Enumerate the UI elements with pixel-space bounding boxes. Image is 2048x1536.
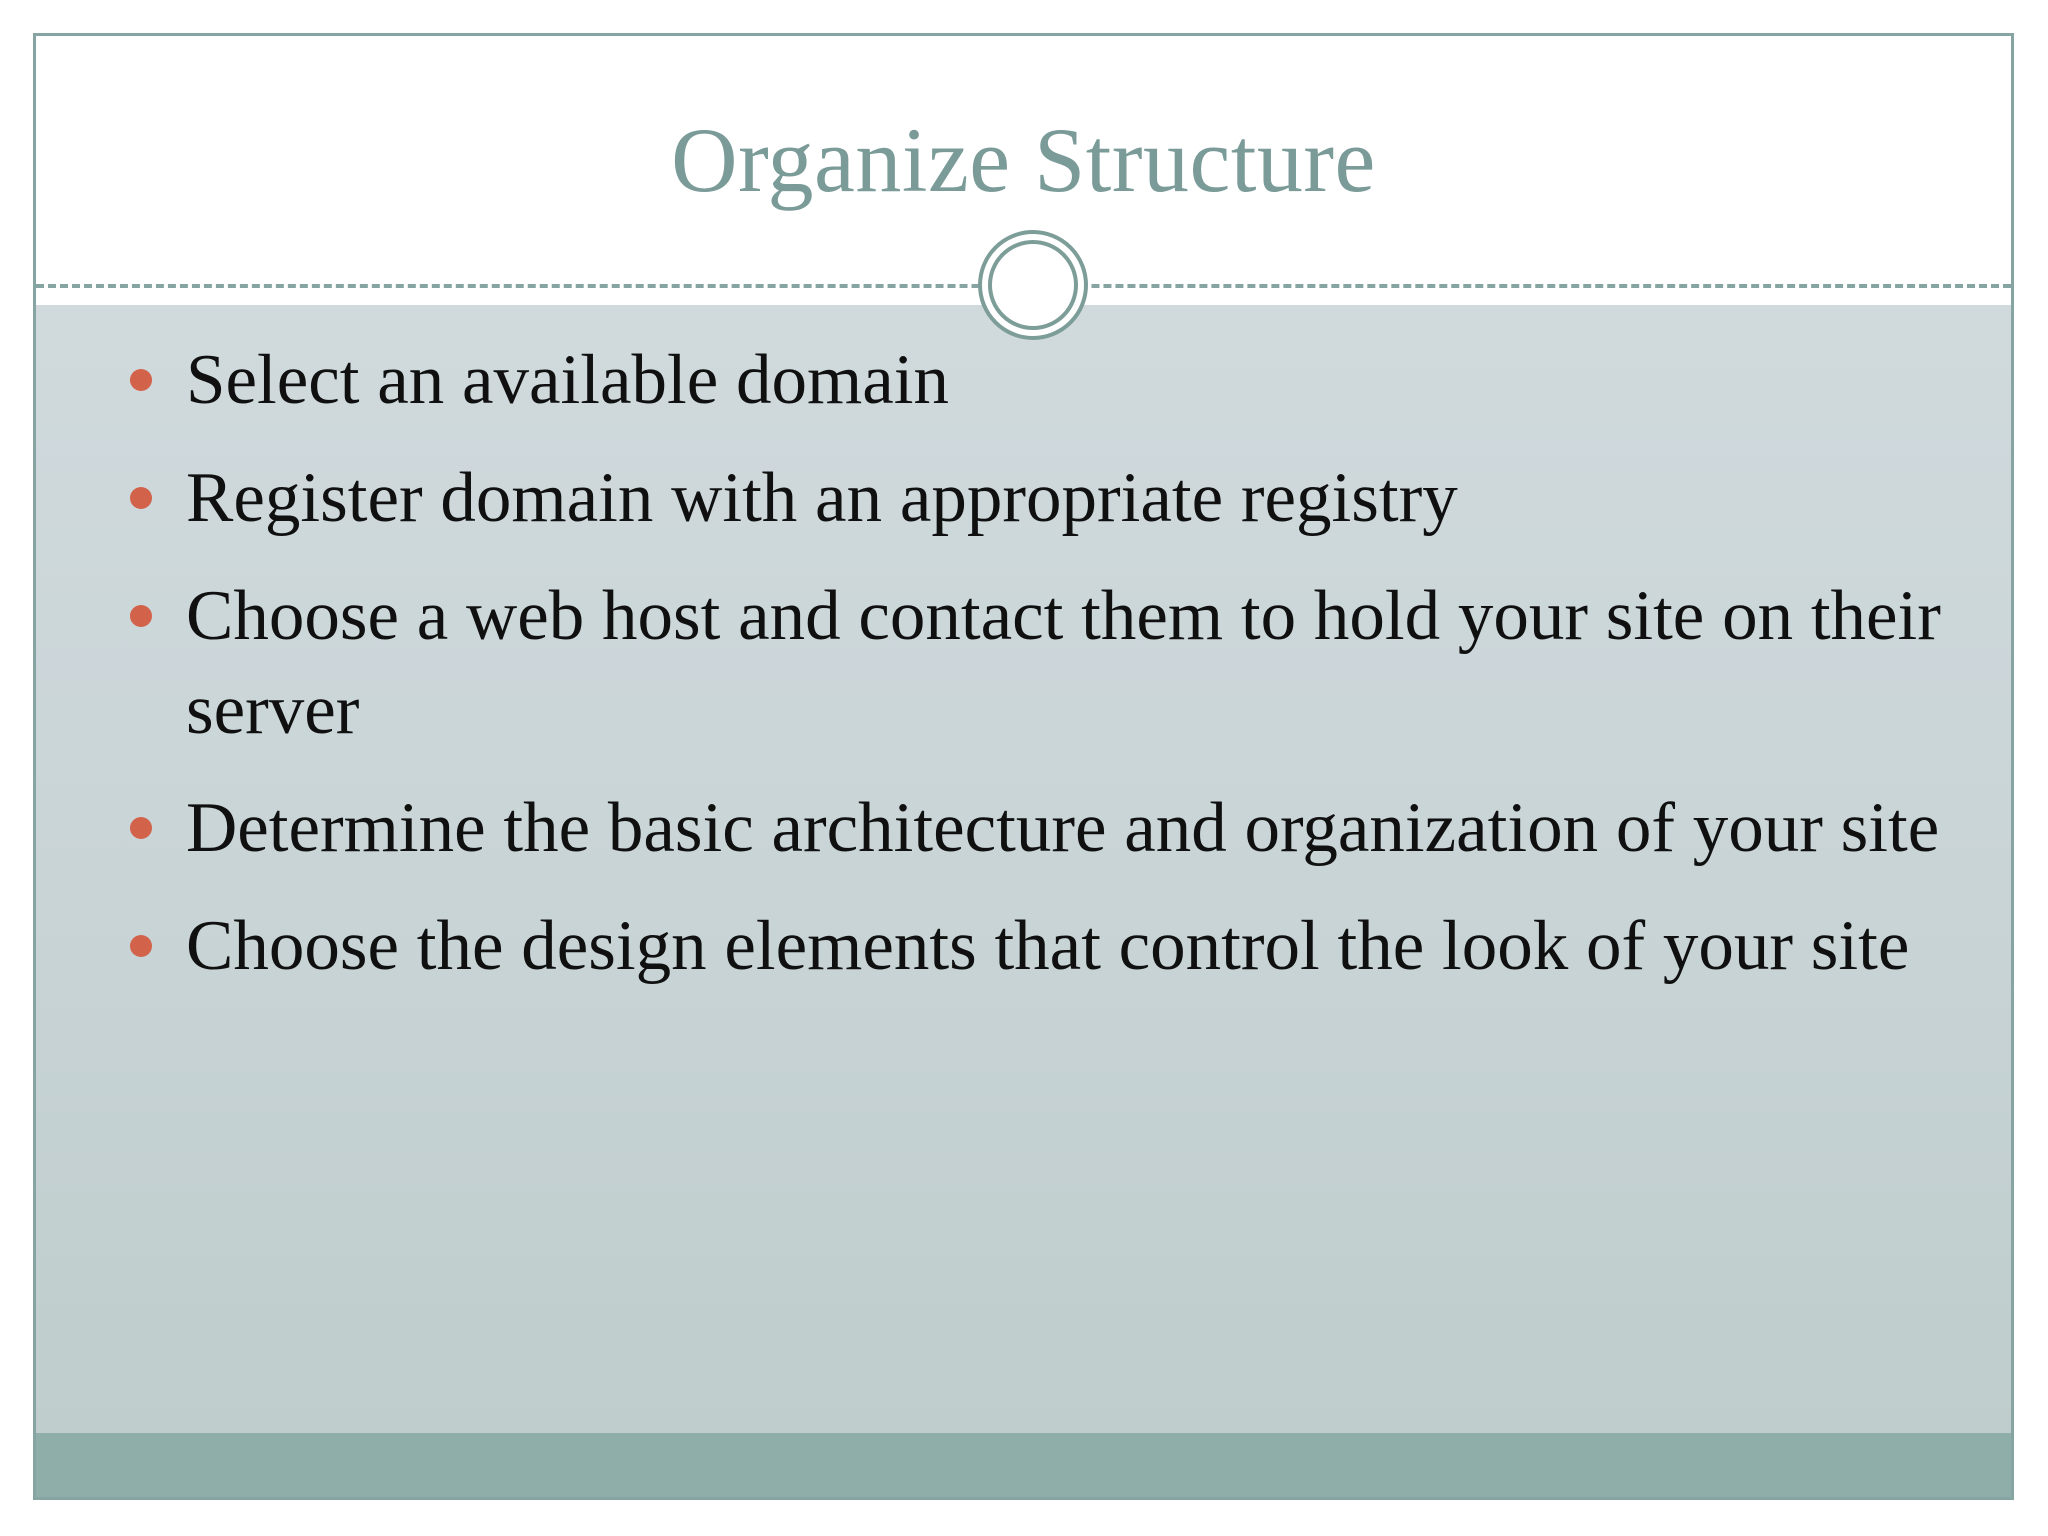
list-item-text: Determine the basic architecture and org…: [186, 789, 1940, 867]
page-title: Organize Structure: [671, 109, 1376, 211]
bullet-marker-icon: [130, 487, 152, 509]
list-item-text: Choose the design elements that control …: [186, 907, 1910, 985]
presentation-slide: Organize Structure Select an available d…: [33, 33, 2014, 1500]
circle-ornament-icon: [972, 230, 1094, 340]
list-item-text: Register domain with an appropriate regi…: [186, 459, 1458, 537]
list-item-text: Select an available domain: [186, 341, 949, 419]
list-item: Register domain with an appropriate regi…: [64, 451, 1994, 545]
footer-bar: [36, 1433, 2011, 1497]
bullet-marker-icon: [130, 935, 152, 957]
bullet-list: Select an available domain Register doma…: [64, 333, 1994, 1017]
bullet-marker-icon: [130, 605, 152, 627]
list-item-text: Choose a web host and contact them to ho…: [186, 577, 1941, 749]
list-item: Determine the basic architecture and org…: [64, 781, 1994, 875]
bullet-marker-icon: [130, 369, 152, 391]
list-item: Select an available domain: [64, 333, 1994, 427]
ornament-inner-ring: [988, 240, 1078, 330]
list-item: Choose a web host and contact them to ho…: [64, 569, 1994, 757]
bullet-marker-icon: [130, 817, 152, 839]
content-area: [36, 305, 2011, 1433]
list-item: Choose the design elements that control …: [64, 899, 1994, 993]
